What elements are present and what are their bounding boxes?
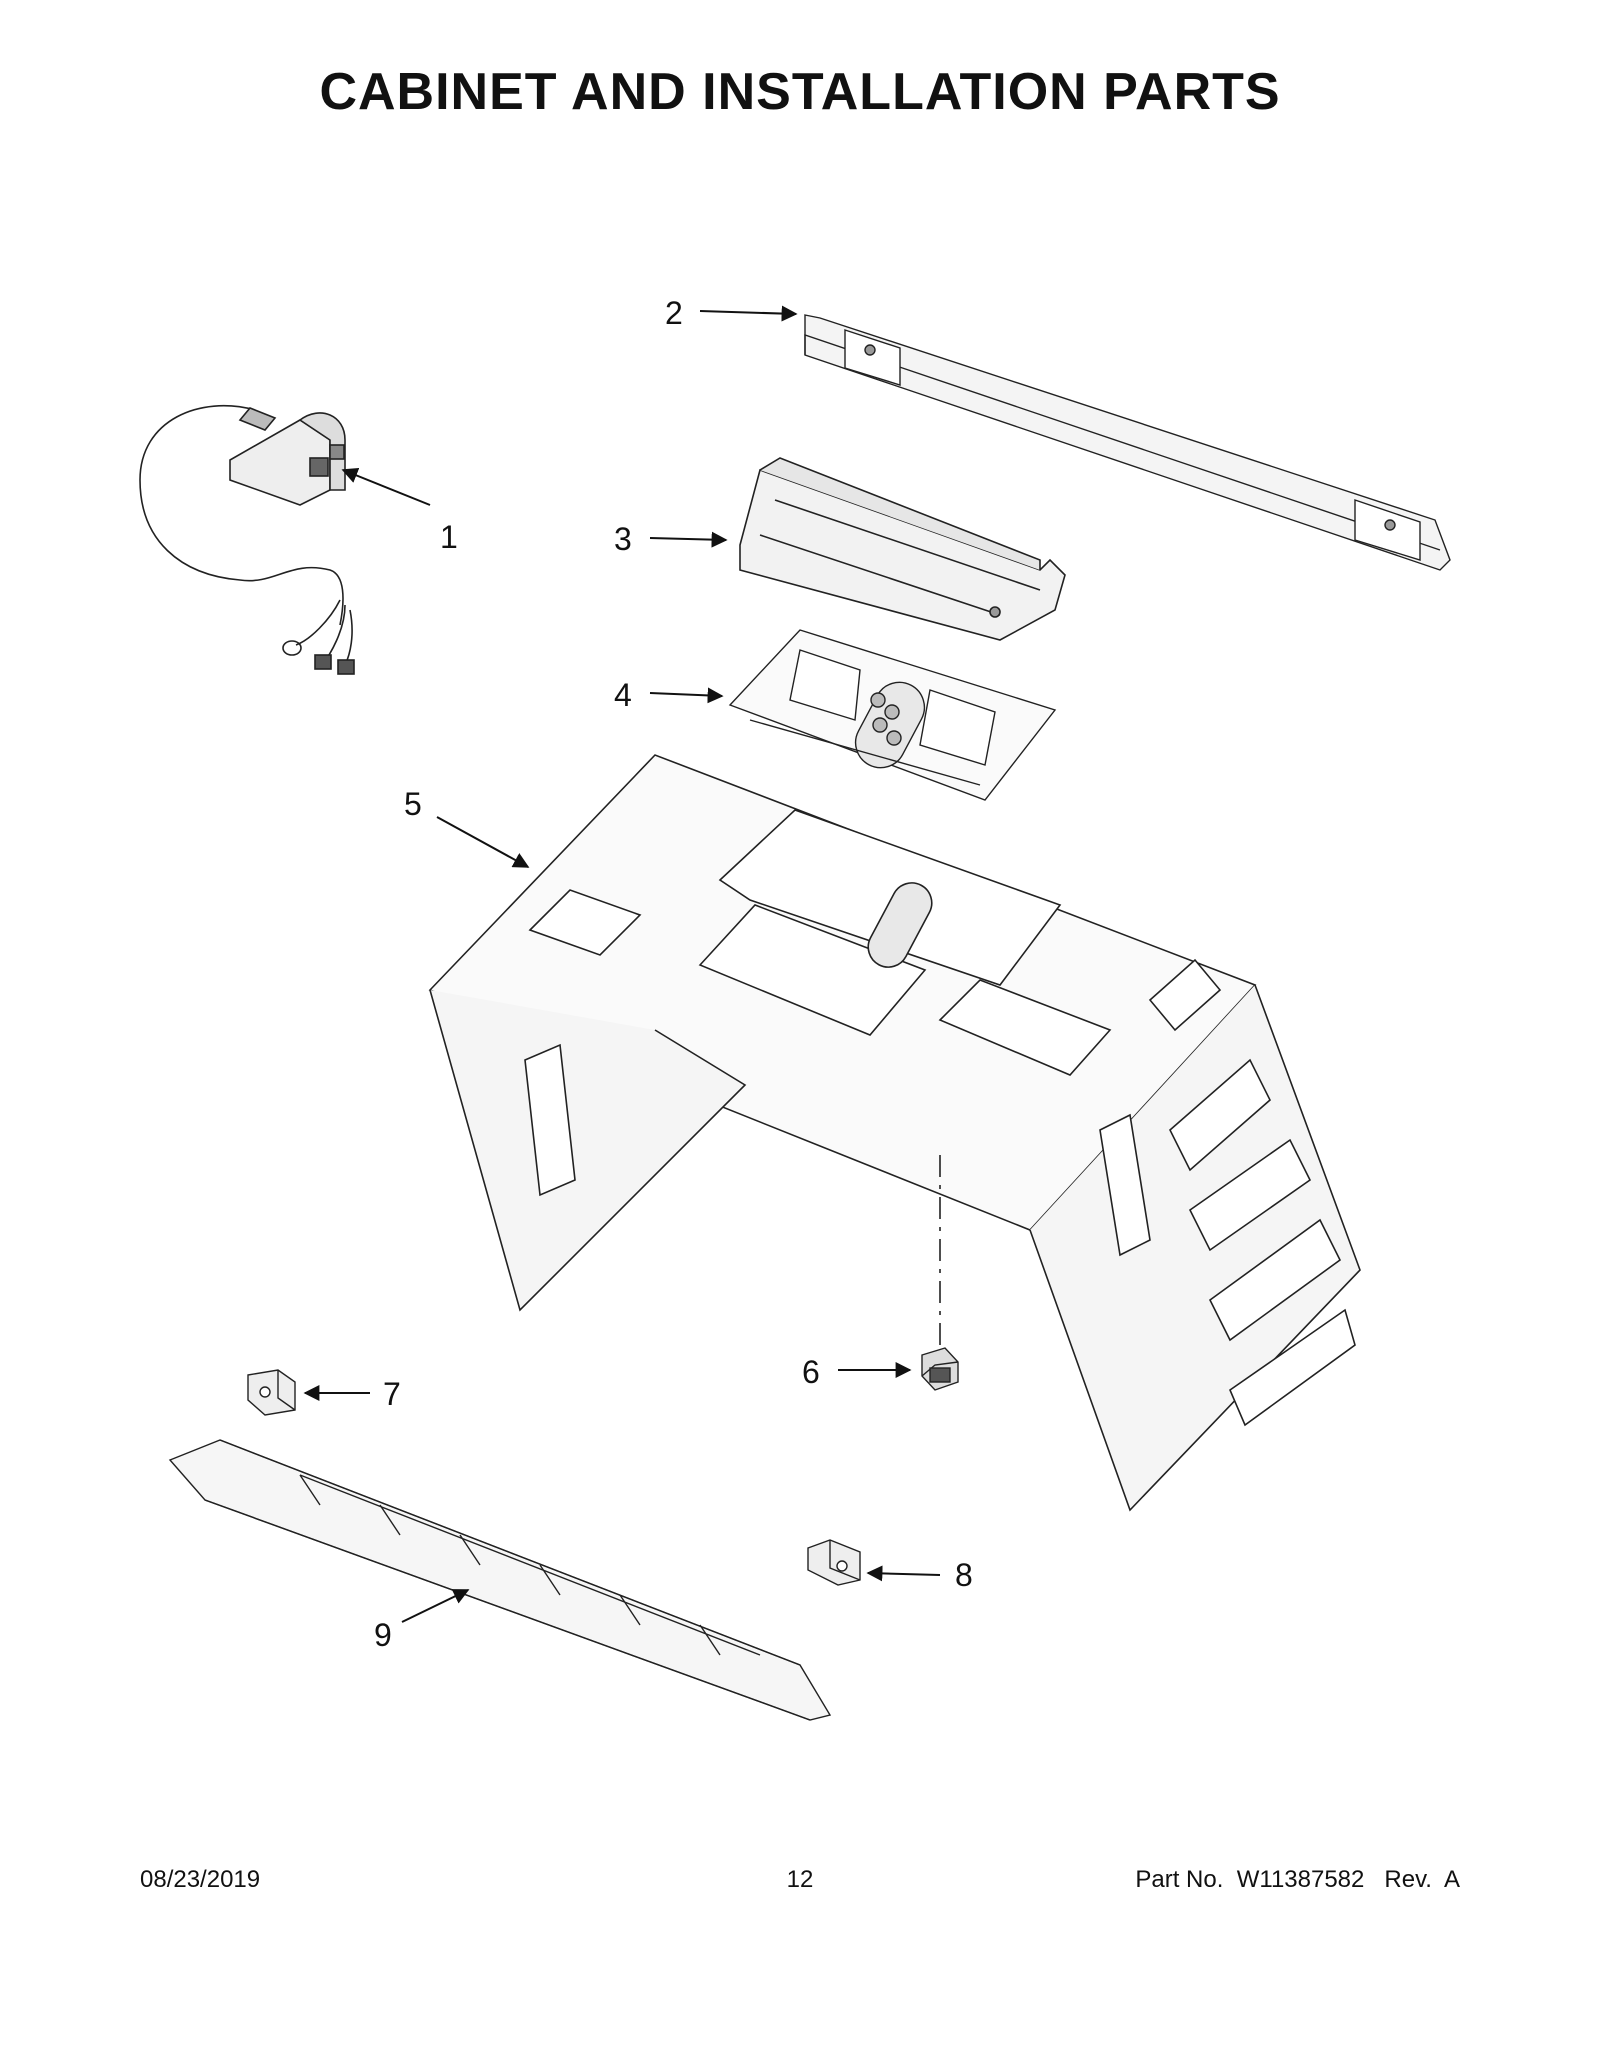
vent-grille xyxy=(168,1439,832,1721)
page-title: CABINET AND INSTALLATION PARTS xyxy=(319,63,1281,121)
rev-label: Rev. xyxy=(1384,1866,1432,1893)
callout-1: 1 xyxy=(440,519,458,555)
callout-2: 2 xyxy=(665,295,683,331)
footer-page-number: 12 xyxy=(786,1866,814,1893)
bracket-left xyxy=(247,1369,296,1416)
rev-value: A xyxy=(1443,1866,1460,1893)
callout-3: 3 xyxy=(614,521,632,557)
mounting-plate xyxy=(728,629,1057,801)
mounting-rail xyxy=(804,314,1451,571)
callout-7: 7 xyxy=(383,1376,401,1412)
callout-4: 4 xyxy=(614,677,632,713)
part-number: W11387582 xyxy=(1236,1866,1365,1893)
callout-6: 6 xyxy=(802,1354,820,1390)
callout-9: 9 xyxy=(374,1617,392,1653)
callout-8: 8 xyxy=(955,1557,973,1593)
cabinet-wrapper xyxy=(428,754,1361,1512)
vent-duct xyxy=(739,457,1066,641)
callout-5: 5 xyxy=(404,786,422,822)
callout-arrows xyxy=(303,305,941,1623)
power-cord xyxy=(139,405,355,675)
bracket-right xyxy=(807,1539,861,1586)
footer-date: 08/23/2019 xyxy=(140,1866,261,1893)
part-label: Part No. xyxy=(1135,1866,1224,1893)
switch-clip xyxy=(921,1347,959,1391)
footer-part-number: Part No. W11387582 Rev. A xyxy=(1135,1866,1460,1894)
